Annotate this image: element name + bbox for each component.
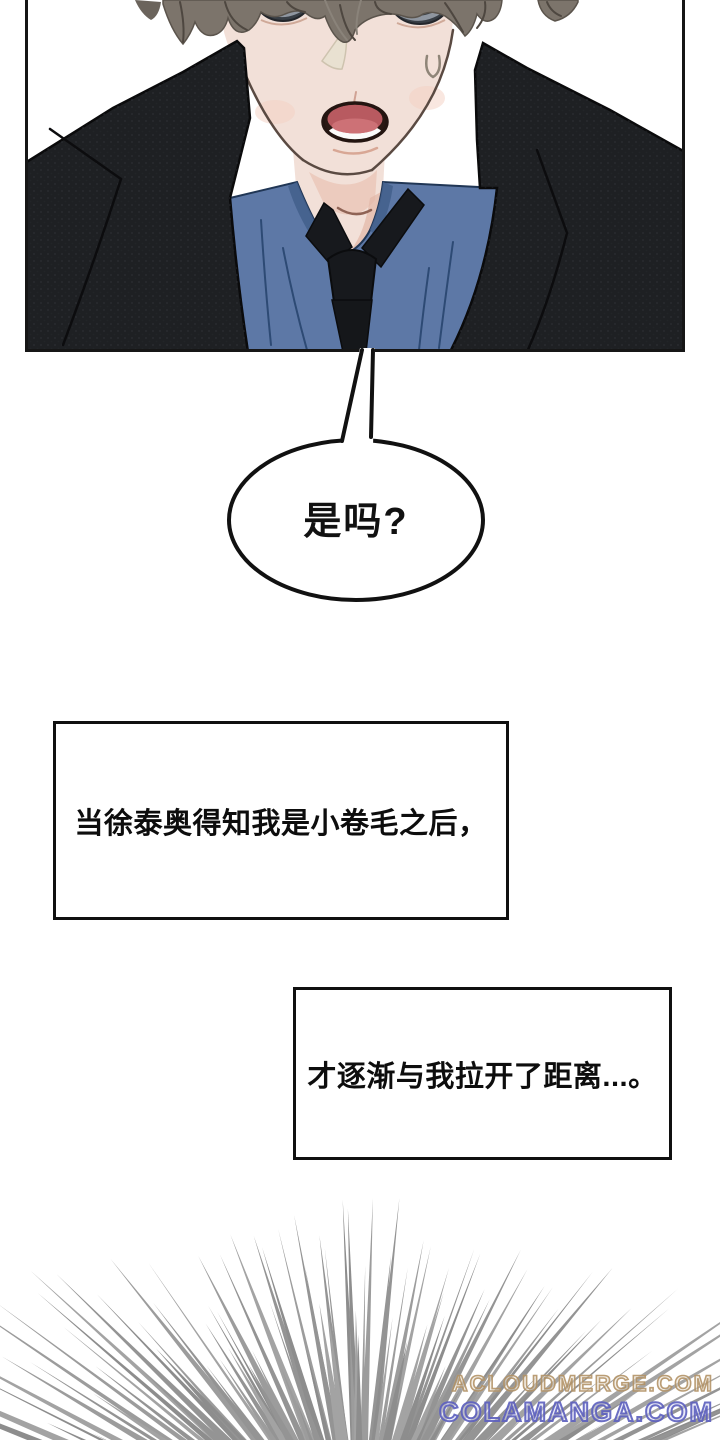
speed-lines-effect — [0, 1198, 720, 1440]
speech-bubble-text: 是吗? — [303, 501, 409, 543]
narration-box-2: 才逐渐与我拉开了距离...。 — [293, 987, 672, 1160]
watermark-colamanga: COLAMANGA.COM — [438, 1396, 714, 1428]
narration-text-2: 才逐渐与我拉开了距离...。 — [307, 1060, 658, 1093]
narration-text-1: 当徐泰奥得知我是小卷毛之后， — [74, 807, 488, 840]
speech-bubble-tail — [340, 348, 375, 449]
sweat-drop — [425, 54, 441, 79]
narration-box-1: 当徐泰奥得知我是小卷毛之后， — [53, 721, 509, 920]
comic-panel — [25, 0, 685, 352]
watermark-acloudmerge: ACLOUDMERGE.COM — [451, 1370, 714, 1397]
speech-bubble — [227, 348, 485, 602]
character-illustration — [28, 0, 682, 349]
